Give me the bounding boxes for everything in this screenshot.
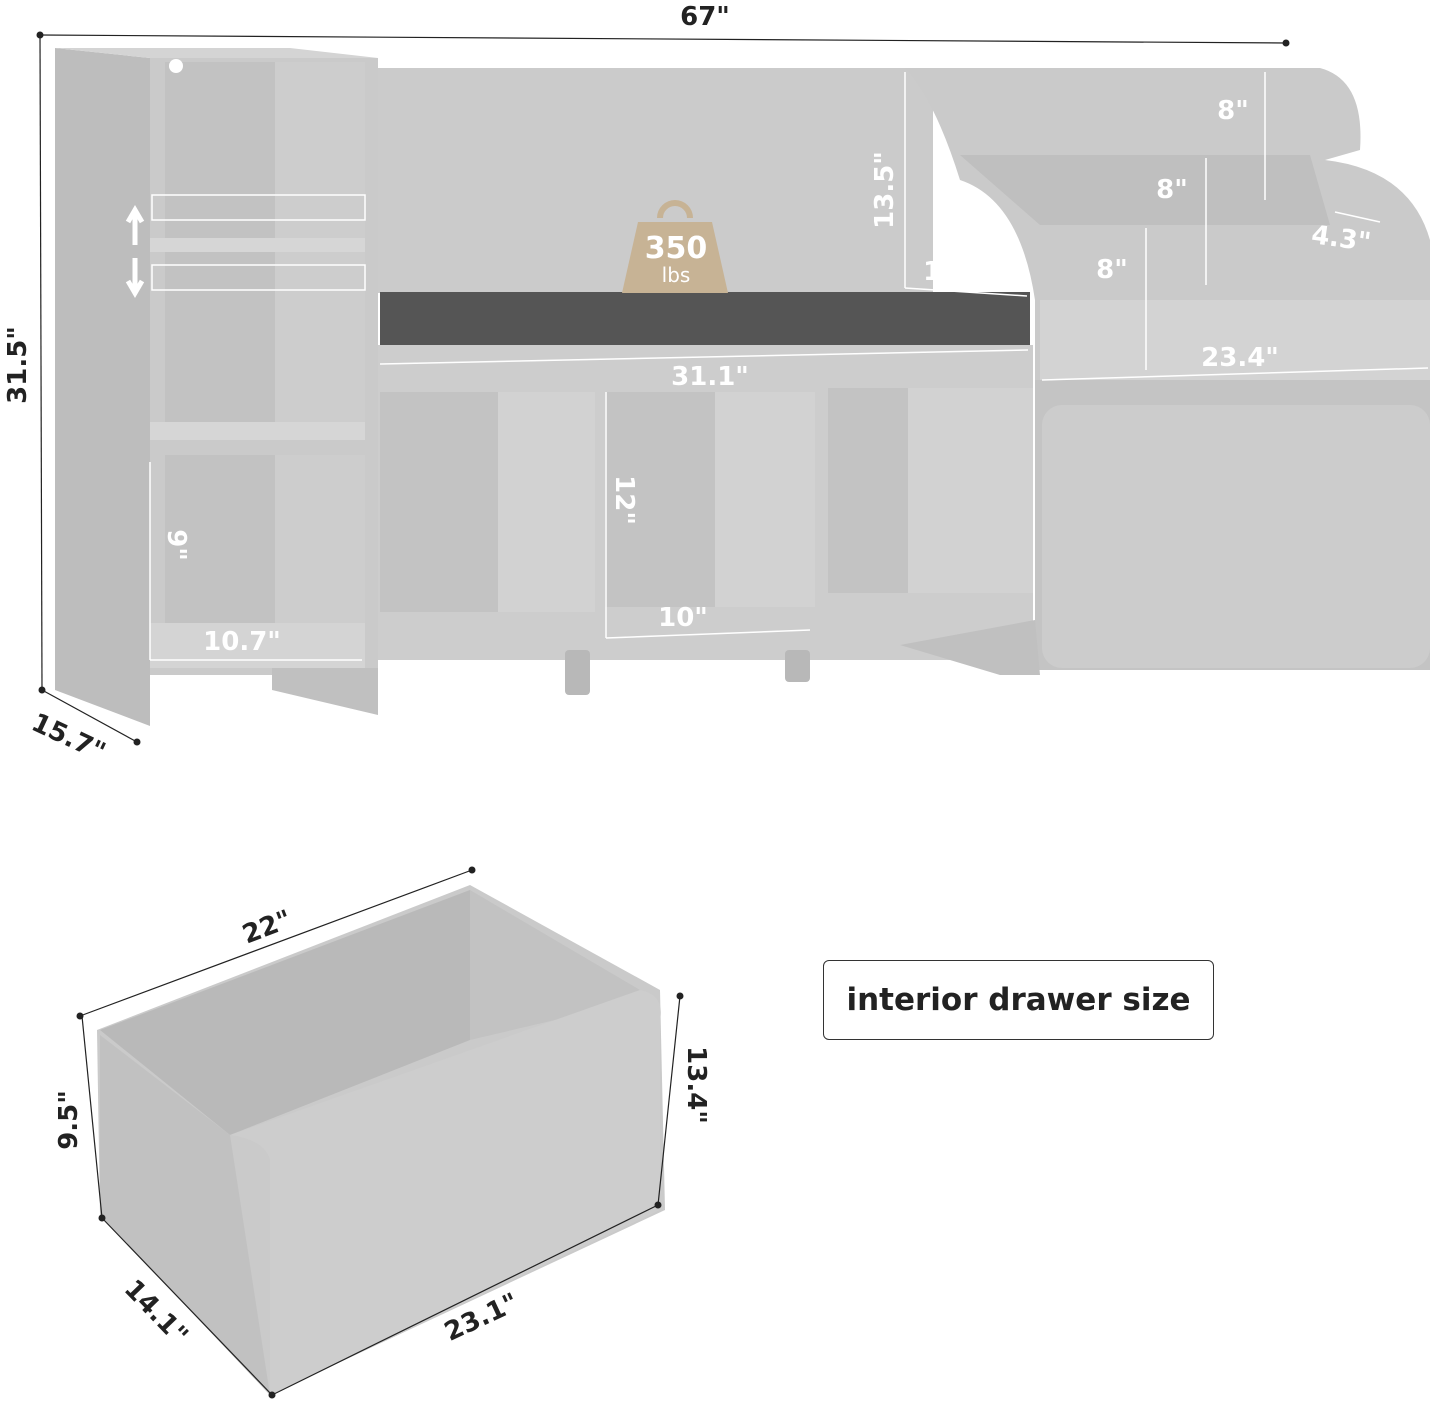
weight-badge: 350 lbs bbox=[622, 200, 728, 293]
label-total-width: 67" bbox=[680, 2, 730, 32]
label-bench-width: 31.1" bbox=[671, 362, 749, 392]
label-bench-depth: 15.4" bbox=[923, 257, 1001, 287]
label-depth: 15.7" bbox=[27, 708, 110, 768]
label-shelf-height: 9" bbox=[161, 529, 191, 561]
label-cubby-width: 10" bbox=[658, 603, 708, 633]
svg-text:lbs: lbs bbox=[662, 263, 691, 287]
rack-drawer bbox=[1042, 405, 1430, 668]
bench: 350 lbs bbox=[378, 68, 1033, 695]
left-bookcase bbox=[55, 48, 378, 726]
label-drawer-top-length: 22" bbox=[239, 905, 296, 951]
label-rack-width: 23.4" bbox=[1201, 343, 1279, 373]
seat-cushion bbox=[380, 292, 1030, 345]
label-rack-tier-3: 8" bbox=[1096, 255, 1128, 285]
label-drawer-front-height: 13.4" bbox=[681, 1046, 711, 1124]
svg-text:350: 350 bbox=[645, 231, 708, 266]
label-drawer-inner-height: 9.5" bbox=[54, 1090, 84, 1150]
label-bench-back-height: 13.5" bbox=[870, 151, 900, 229]
book-rack bbox=[900, 68, 1430, 675]
label-shelf-width: 10.7" bbox=[203, 627, 281, 657]
label-rack-tier-1: 8" bbox=[1217, 96, 1249, 126]
interior-drawer-size-label: interior drawer size bbox=[823, 960, 1214, 1040]
dimension-lines bbox=[36, 31, 1429, 1399]
label-rack-tier-2: 8" bbox=[1156, 175, 1188, 205]
label-total-height: 31.5" bbox=[3, 326, 33, 404]
label-cubby-height: 12" bbox=[609, 475, 639, 525]
drawer bbox=[97, 885, 665, 1395]
